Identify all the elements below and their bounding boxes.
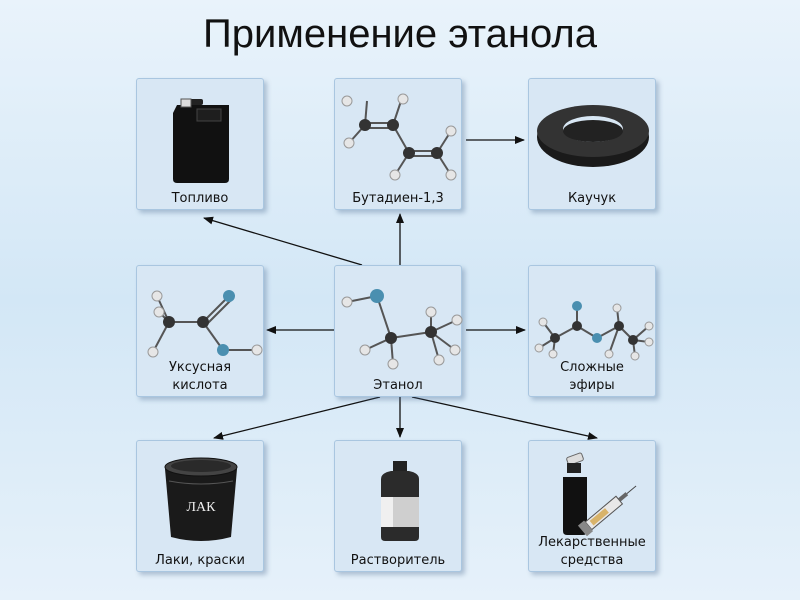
label-ethanol: Этанол — [373, 378, 423, 393]
label-varnish: Лаки, краски — [155, 553, 245, 568]
label-solvent: Растворитель — [350, 553, 446, 568]
ethanol-molecule-icon — [341, 289, 463, 370]
node-fuel: Топливо — [136, 78, 264, 210]
label-rubber: Каучук — [567, 191, 617, 206]
fuel-canister-icon — [173, 98, 229, 183]
varnish-can-text: ЛАК — [187, 500, 217, 515]
ester-molecule-icon — [534, 301, 654, 361]
node-ethanol: Этанол — [334, 265, 463, 397]
arrow-to-varnish — [213, 396, 381, 440]
label-esters-line1: Сложные — [560, 360, 624, 375]
butadiene-molecule-icon — [341, 93, 457, 181]
page-title: Применение этанола — [203, 12, 597, 56]
node-solvent: Растворитель — [334, 440, 462, 572]
node-acetic-acid: Уксусная кислота — [136, 265, 264, 397]
node-butadiene: Бутадиен-1,3 — [334, 78, 462, 210]
solvent-bottle-icon — [381, 461, 419, 541]
medicine-syringe-icon — [563, 452, 637, 537]
label-medicine-line2: средства — [560, 553, 624, 568]
node-varnish: ЛАК Лаки, краски — [136, 440, 264, 572]
acetic-acid-molecule-icon — [147, 290, 263, 358]
node-rubber: Каучук — [528, 78, 656, 210]
label-esters-line2: эфиры — [569, 378, 615, 393]
label-acetic-acid-line1: Уксусная — [168, 360, 232, 375]
label-butadiene: Бутадиен-1,3 — [352, 191, 444, 206]
node-medicine: Лекарственные средства — [528, 440, 656, 572]
tire-icon — [537, 105, 649, 167]
label-medicine-line1: Лекарственные — [538, 535, 646, 550]
label-fuel: Топливо — [171, 191, 229, 206]
arrow-to-medicine — [411, 396, 598, 440]
label-acetic-acid-line2: кислота — [172, 378, 228, 393]
node-esters: Сложные эфиры — [528, 265, 656, 397]
arrow-to-fuel — [203, 216, 363, 266]
varnish-can-icon: ЛАК — [164, 457, 238, 541]
